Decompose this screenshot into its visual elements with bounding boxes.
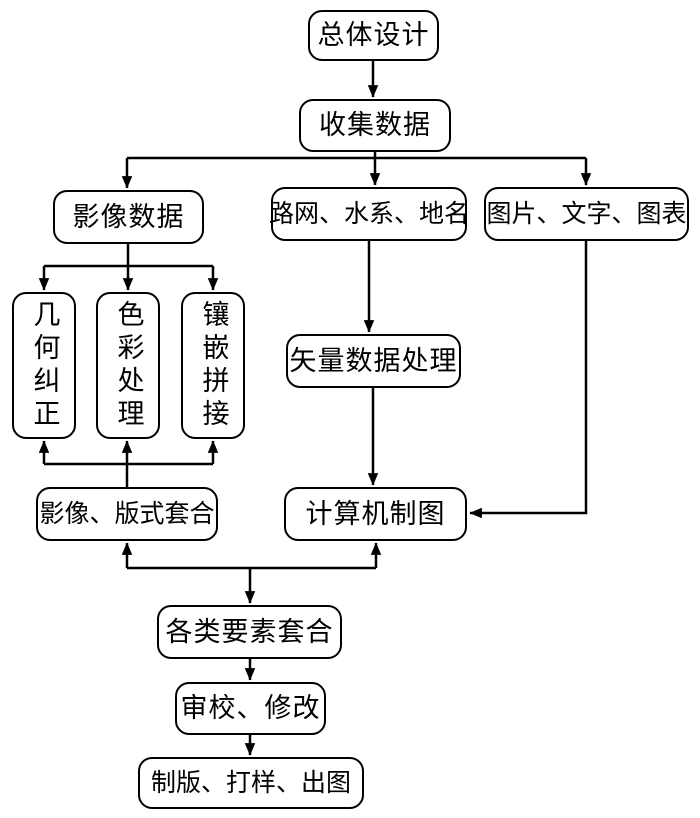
node-review-modify: 审校、修改	[175, 682, 326, 735]
node-mosaic-stitching: 镶嵌拼接	[181, 292, 245, 439]
node-pic-text-chart: 图片、文字、图表	[484, 187, 689, 241]
node-overall-design: 总体设计	[308, 10, 439, 61]
node-color-processing: 色彩处理	[96, 292, 160, 439]
node-collect-data: 收集数据	[299, 99, 451, 152]
node-image-data: 影像数据	[53, 190, 204, 244]
node-image-layout-overlay: 影像、版式套合	[36, 487, 218, 541]
node-vector-data-processing: 矢量数据处理	[286, 334, 461, 388]
node-computer-mapping: 计算机制图	[284, 487, 467, 541]
node-plate-proof-output: 制版、打样、出图	[138, 757, 364, 809]
node-road-water-place: 路网、水系、地名	[269, 187, 469, 241]
node-elements-overlay: 各类要素套合	[157, 605, 342, 659]
node-geometric-correction: 几何纠正	[12, 292, 76, 439]
